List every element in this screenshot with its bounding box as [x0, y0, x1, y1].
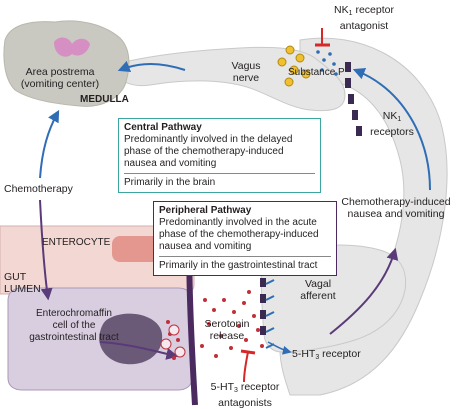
vagal-up-arrow — [329, 247, 399, 335]
ec-line2: cell of the — [52, 320, 96, 331]
nk1-antagonist-line2: antagonist — [339, 20, 389, 32]
chemotherapy-label: Chemotherapy — [4, 183, 73, 195]
5ht3-antag-b: receptor — [237, 381, 280, 393]
peripheral-divider — [159, 256, 331, 257]
nk1-antagonist-nk: NK — [334, 4, 349, 16]
neural-tissue-curve — [279, 37, 448, 396]
gut-line2: LUMEN — [4, 283, 41, 295]
5ht3-antagonists-label: 5-HT3 receptor antagonists — [196, 381, 294, 409]
vagus-line1: Vagus — [231, 60, 261, 72]
central-pathway-box: Central Pathway Predominantly involved i… — [118, 118, 321, 193]
gut-lumen-label: GUT LUMEN — [4, 271, 41, 295]
nk1-receptors-line2: receptors — [370, 126, 414, 138]
ec-line3: gastrointestinal tract — [29, 332, 119, 343]
substance-p-dots — [316, 50, 338, 76]
peripheral-pathway-box: Peripheral Pathway Predominantly involve… — [153, 201, 337, 276]
gut-line1: GUT — [4, 271, 27, 283]
enterochromaffin-nucleus — [99, 313, 163, 365]
serotonin-line2: release — [209, 330, 245, 342]
nk1-receptors-nk: NK — [382, 110, 398, 122]
cinv-line2: nausea and vomiting — [347, 208, 445, 220]
substance-p-label: Substance P — [288, 67, 345, 78]
nk1-receptors-sub: 1 — [397, 116, 402, 123]
peripheral-pathway-line1: Predominantly involved in the acute phas… — [159, 217, 319, 252]
area-postrema-line2: (vomiting center) — [20, 78, 100, 90]
central-pathway-line2: Primarily in the brain — [124, 177, 216, 188]
serotonin-vesicles — [160, 324, 186, 358]
5ht3-receptor-sub: 3 — [315, 354, 320, 361]
inhibition-bar-icon — [240, 349, 256, 355]
peripheral-pathway-title: Peripheral Pathway — [159, 205, 252, 216]
enterochromaffin-label: Enterochromaffin cell of the gastrointes… — [22, 308, 126, 344]
vagal-line2: afferent — [300, 290, 336, 302]
peripheral-pathway-line2: Primarily in the gastrointestinal tract — [159, 260, 318, 271]
serotonin-release-label: Serotonin release — [196, 318, 258, 342]
cinv-line1: Chemotherapy-induced — [341, 196, 451, 208]
ec-to-release-arrow — [99, 341, 179, 360]
5ht3-antagonist-inhibit-line — [243, 351, 249, 383]
receptor-arrow — [267, 341, 292, 355]
vagus-nerve-tissue — [111, 46, 346, 112]
chemo-to-gut-arrow — [39, 199, 53, 301]
nk1-receptors-label: NK1 receptors — [364, 110, 420, 138]
nk1-receptors — [345, 62, 362, 136]
vagal-afferent-label: Vagal afferent — [292, 278, 344, 302]
enterocyte-nucleus — [112, 236, 162, 262]
medulla-label: MEDULLA — [80, 94, 129, 105]
medulla-shape — [3, 20, 130, 107]
5ht3-receptor-a: 5-HT — [292, 348, 316, 360]
enterocyte-label: ENTEROCYTE — [42, 237, 111, 248]
area-postrema-shape — [54, 37, 90, 57]
5ht3-receptor-label: 5-HT3 receptor — [292, 348, 361, 364]
area-postrema-line1: Area postrema — [25, 66, 95, 78]
serotonin-line1: Serotonin — [204, 318, 250, 330]
central-divider — [124, 173, 315, 174]
central-pathway-line1: Predominantly involved in the delayed ph… — [124, 134, 293, 169]
vagus-nerve-label: Vagus nerve — [224, 60, 268, 84]
5ht3-receptor-b: receptor — [319, 348, 361, 360]
area-postrema-label: Area postrema (vomiting center) — [8, 66, 112, 90]
nk1-antagonist-label: NK1 receptor antagonist — [312, 4, 416, 32]
cinv-central-arrow — [352, 68, 431, 191]
5ht3-antag-sub: 3 — [234, 387, 238, 394]
central-pathway-title: Central Pathway — [124, 122, 202, 133]
5ht3-antag-a: 5-HT — [210, 381, 234, 393]
nk1-antagonist-sub: 1 — [348, 10, 353, 17]
substance-p-vesicles — [277, 45, 311, 87]
ec-line1: Enterochromaffin — [36, 308, 112, 319]
vagus-to-brain-arrow — [117, 60, 186, 73]
cinv-label: Chemotherapy-induced nausea and vomiting — [336, 196, 456, 220]
vagus-line2: nerve — [232, 72, 260, 84]
chemo-to-brain-arrow — [39, 109, 60, 179]
nk1-antagonist-receptor: receptor — [352, 4, 394, 16]
5ht3-antag-line2: antagonists — [218, 397, 272, 409]
vagal-line1: Vagal — [304, 278, 332, 290]
